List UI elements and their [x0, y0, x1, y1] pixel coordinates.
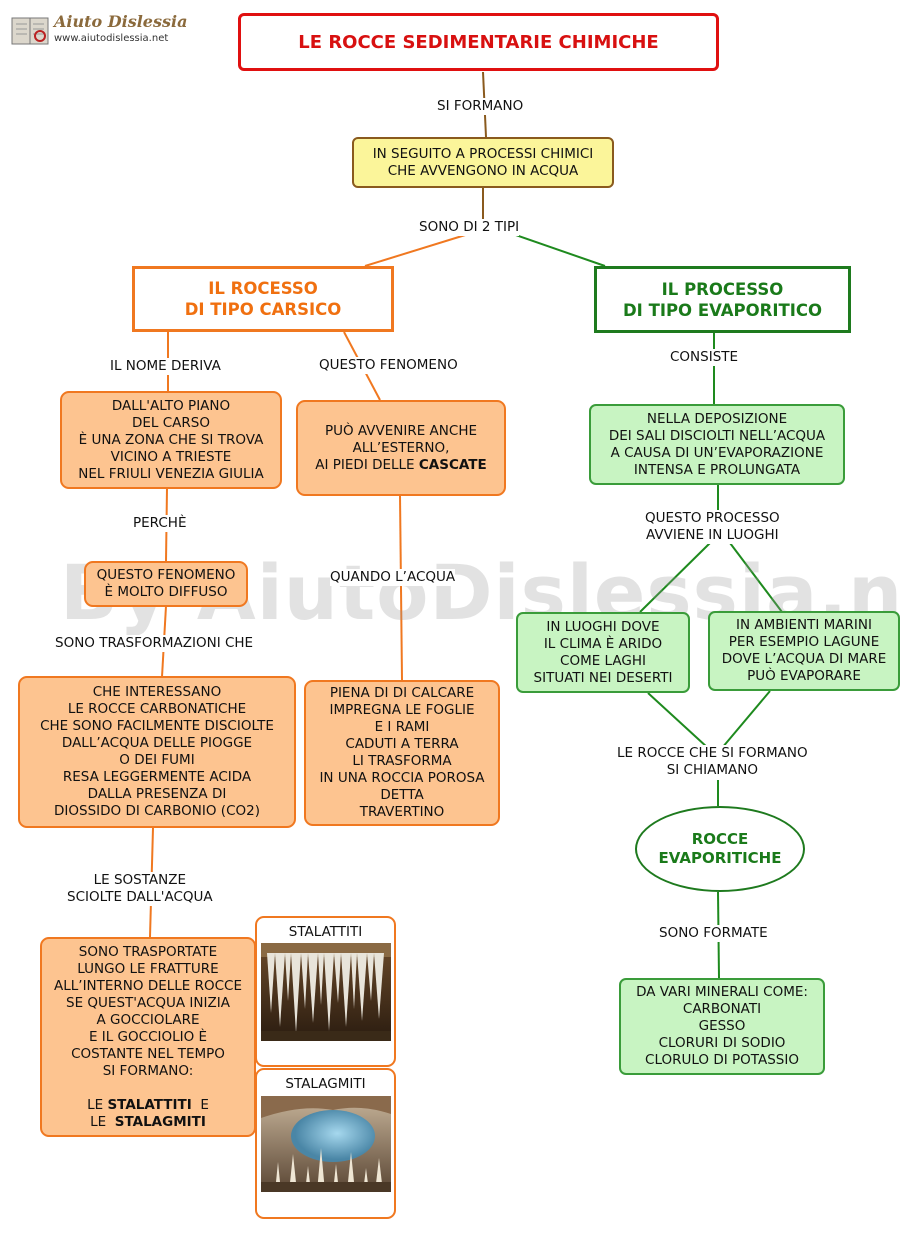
stalagmites-image [261, 1096, 391, 1192]
photo-caption-stalattiti: STALATTITI [288, 924, 363, 940]
logo: Aiuto Dislessia www.aiutodislessia.net [10, 10, 187, 50]
label-sono-trasformazioni: SONO TRASFORMAZIONI CHE [55, 635, 254, 652]
page-title: LE ROCCE SEDIMENTARIE CHIMICHE [238, 13, 719, 71]
node-minerali: DA VARI MINERALI COME: CARBONATI GESSO C… [619, 978, 825, 1075]
label-sono-formate: SONO FORMATE [659, 925, 768, 942]
label-si-formano: SI FORMANO [437, 98, 524, 115]
node-calcare: PIENA DI DI CALCARE IMPREGNA LE FOGLIE E… [304, 680, 500, 826]
node-trasportate: SONO TRASPORTATE LUNGO LE FRATTURE ALL’I… [40, 937, 256, 1137]
label-quando-acqua: QUANDO L’ACQUA [330, 569, 456, 586]
node-diffuso: QUESTO FENOMENO È MOLTO DIFFUSO [84, 561, 248, 607]
label-perche: PERCHÈ [133, 515, 187, 532]
stalactites-image [261, 943, 391, 1041]
book-icon [11, 17, 49, 45]
logo-url[interactable]: www.aiutodislessia.net [54, 33, 169, 44]
node-altopiano: DALL'ALTO PIANO DEL CARSO È UNA ZONA CHE… [60, 391, 282, 489]
label-il-nome-deriva: IL NOME DERIVA [110, 358, 221, 375]
label-le-sostanze: LE SOSTANZE SCIOLTE DALL'ACQUA [67, 872, 213, 906]
label-rocce-che-si-formano: LE ROCCE CHE SI FORMANO SI CHIAMANO [617, 745, 808, 779]
node-ambienti-marini: IN AMBIENTI MARINI PER ESEMPIO LAGUNE DO… [708, 611, 900, 691]
node-luoghi-arido: IN LUOGHI DOVE IL CLIMA È ARIDO COME LAG… [516, 612, 690, 693]
node-carsico-head: IL ROCESSO DI TIPO CARSICO [132, 266, 394, 332]
photo-box-stalattiti: STALATTITI [255, 916, 396, 1067]
node-esterno: PUÒ AVVENIRE ANCHE ALL’ESTERNO, AI PIEDI… [296, 400, 506, 496]
node-rocce-evaporitiche: ROCCE EVAPORITICHE [635, 806, 805, 892]
node-processi-chimici: IN SEGUITO A PROCESSI CHIMICI CHE AVVENG… [352, 137, 614, 188]
label-questo-fenomeno: QUESTO FENOMENO [319, 357, 458, 374]
label-questo-processo: QUESTO PROCESSO AVVIENE IN LUOGHI [645, 510, 780, 544]
label-sono-di-2-tipi: SONO DI 2 TIPI [419, 219, 520, 236]
logo-name: Aiuto Dislessia [54, 12, 188, 31]
photo-caption-stalagmiti: STALAGMITI [285, 1076, 366, 1092]
node-evaporitico-head: IL PROCESSO DI TIPO EVAPORITICO [594, 266, 851, 333]
label-consiste: CONSISTE [670, 349, 739, 366]
photo-box-stalagmiti: STALAGMITI [255, 1068, 396, 1219]
node-interessano: CHE INTERESSANO LE ROCCE CARBONATICHE CH… [18, 676, 296, 828]
node-deposizione: NELLA DEPOSIZIONE DEI SALI DISCIOLTI NEL… [589, 404, 845, 485]
